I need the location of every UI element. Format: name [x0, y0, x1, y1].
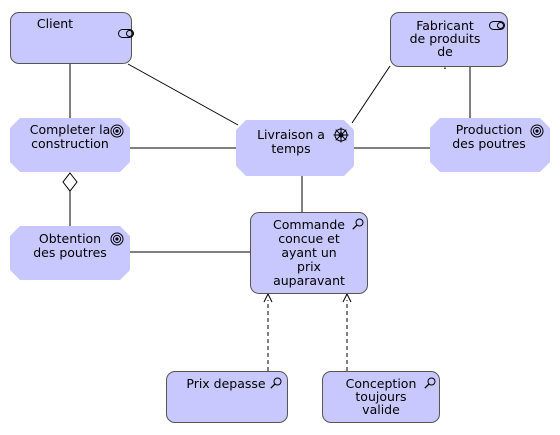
conception-node[interactable]: Conception toujours valide: [322, 371, 440, 423]
commande-node[interactable]: Commande concue et ayant un prix auparav…: [250, 212, 368, 294]
driver-icon: [333, 127, 349, 143]
goal-icon: [530, 124, 544, 138]
goal-icon: [110, 124, 124, 138]
stakeholder-icon: [489, 21, 505, 30]
prix-node[interactable]: Prix depasse: [166, 371, 288, 423]
arrowhead-conception: [342, 292, 352, 303]
completer-node[interactable]: Completer la construction: [10, 118, 130, 172]
fabricant-node[interactable]: Fabricant de produits de .: [390, 12, 508, 71]
arrowhead-prix: [263, 292, 273, 303]
prix-label: Prix depasse: [186, 376, 266, 391]
goal-icon: [110, 232, 124, 246]
connector-client-livraison: [127, 63, 239, 126]
stakeholder-icon: [118, 29, 134, 38]
completer-label: Completer la construction: [29, 122, 111, 151]
client-label: Client: [36, 16, 74, 31]
obtention-label: Obtention des poutres: [33, 231, 107, 260]
production-node[interactable]: Production des poutres: [430, 118, 550, 172]
livraison-label: Livraison a temps: [257, 127, 325, 156]
livraison-node[interactable]: Livraison a temps: [236, 120, 354, 176]
assessment-icon: [352, 218, 364, 230]
conception-label: Conception toujours valide: [345, 376, 417, 417]
fabricant-label: Fabricant de produits de .: [409, 18, 481, 72]
commande-label: Commande concue et ayant un prix auparav…: [273, 217, 345, 288]
assessment-icon: [424, 377, 436, 389]
production-label: Production des poutres: [452, 122, 526, 151]
aggregation-diamond: [62, 172, 78, 192]
client-node[interactable]: Client: [10, 12, 134, 64]
connector-fabricant-livraison: [351, 65, 391, 124]
obtention-node[interactable]: Obtention des poutres: [10, 226, 130, 280]
assessment-icon: [270, 377, 282, 389]
